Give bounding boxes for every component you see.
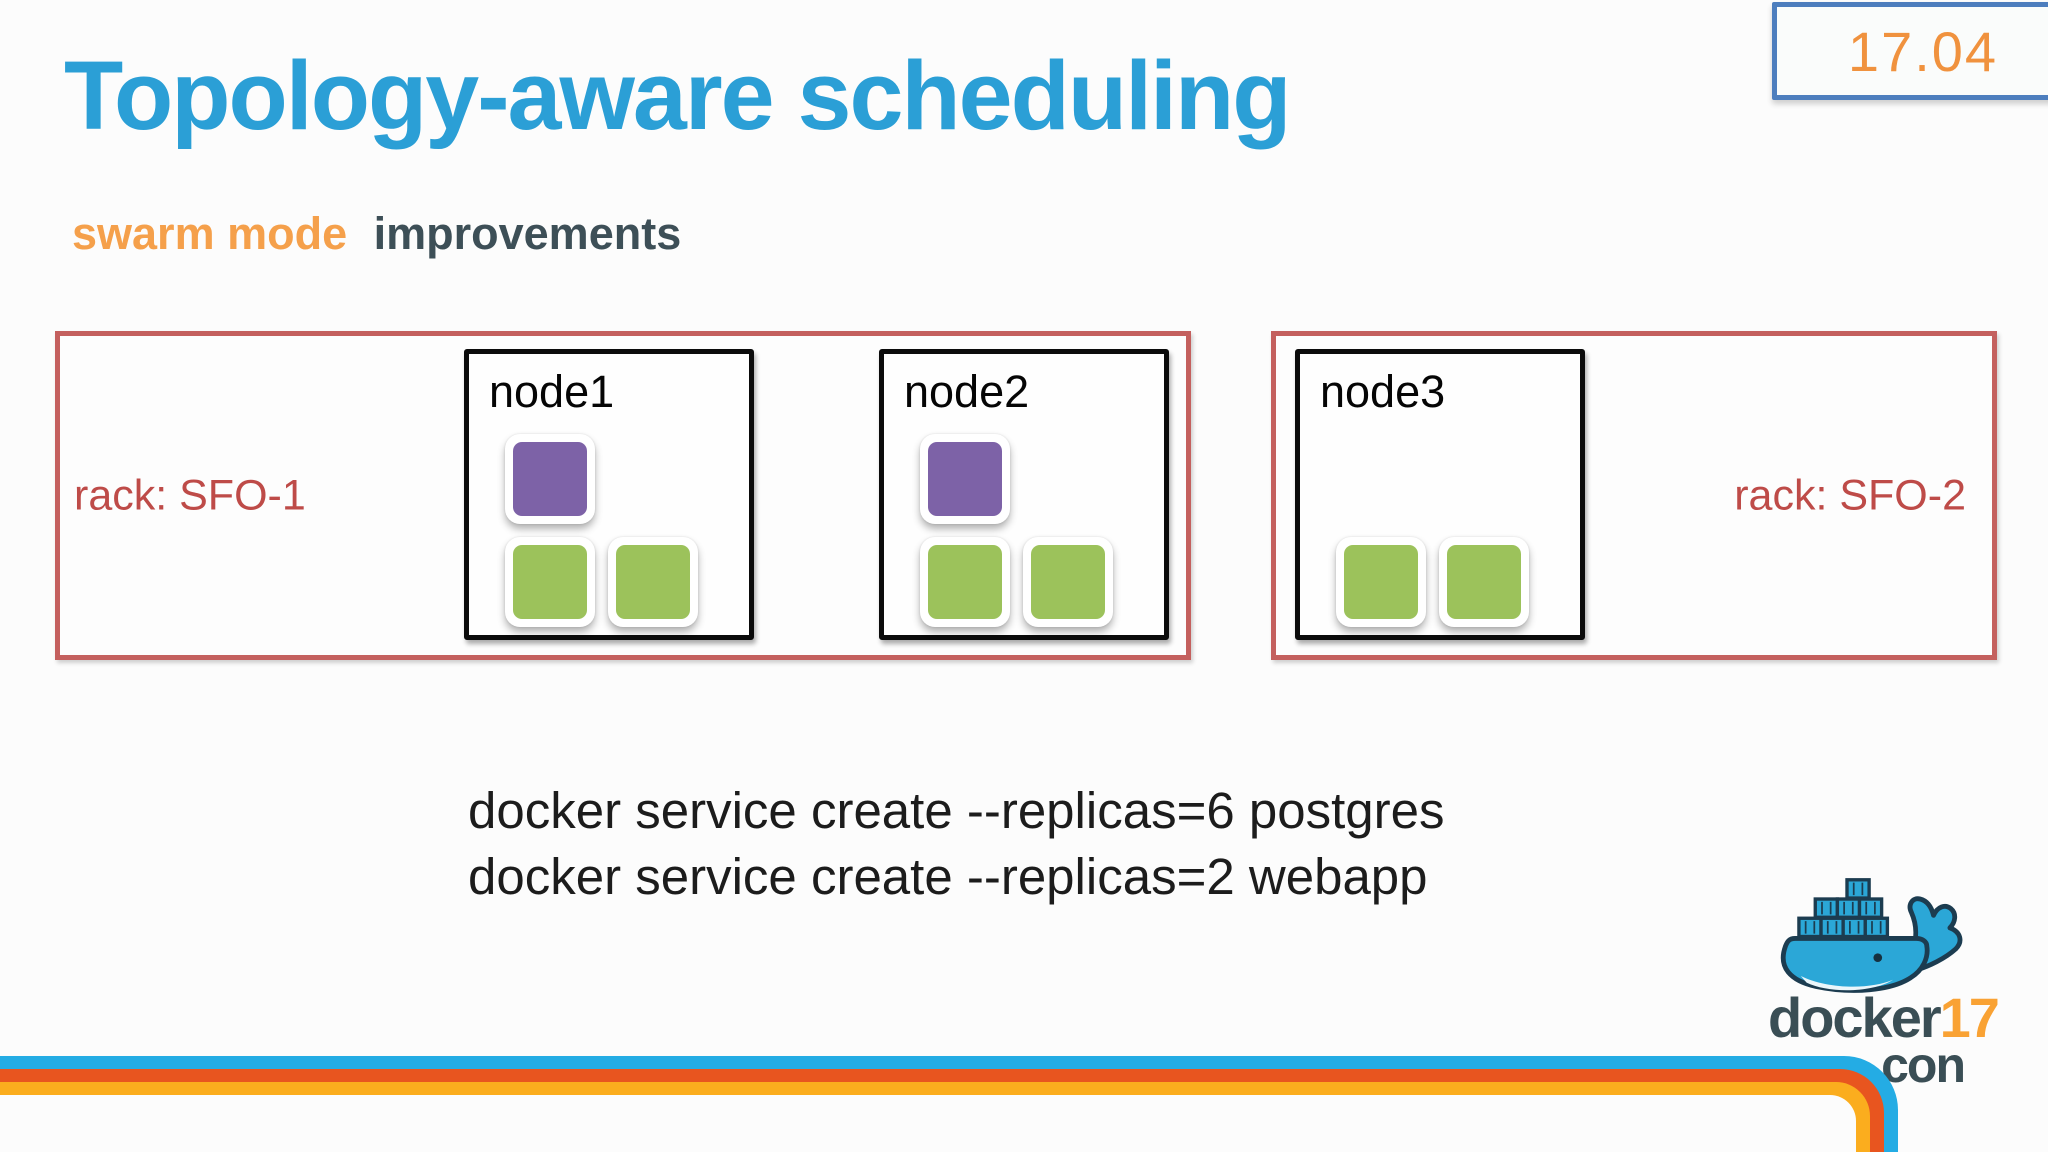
logo-year: 17 [1939,986,2000,1049]
cli-command-line: docker service create --replicas=2 webap… [468,848,1428,905]
task-square-postgres [1023,537,1113,627]
dockercon-wordmark: docker17 con [1768,990,2000,1093]
task-square-postgres [505,537,595,627]
rack-label-sfo-2: rack: SFO-2 [1734,471,1966,519]
rack-label-sfo-1: rack: SFO-1 [74,471,306,519]
rack-box-sfo-1: rack: SFO-1 node1 node2 [55,331,1191,660]
cli-command-line: docker service create --replicas=6 postg… [468,782,1445,839]
subtitle-accent: swarm mode [72,208,348,259]
node-label: node2 [904,366,1030,417]
task-square-postgres [1439,537,1529,627]
task-square-postgres [608,537,698,627]
footer-stripe-yellow [0,1082,1870,1152]
node-box-node2: node2 [879,349,1169,640]
logo-brand: docker [1768,986,1942,1049]
subtitle-rest: improvements [373,208,682,259]
task-squares [1336,537,1529,627]
node-label: node3 [1320,366,1446,417]
version-badge-text: 17.04 [1847,19,1999,83]
footer-stripe-inner [0,1095,1856,1152]
version-badge: 17.04 [1772,2,2048,100]
node-box-node3: node3 [1295,349,1585,640]
cli-commands: docker service create --replicas=6 postg… [468,778,1445,910]
rack-box-sfo-2: rack: SFO-2 node3 [1271,331,1997,660]
node-label: node1 [489,366,615,417]
docker-whale-icon [1772,876,2022,998]
task-squares [920,434,1113,627]
task-square-postgres [1336,537,1426,627]
task-square-postgres [920,537,1010,627]
logo-suffix: con [1881,1037,1966,1093]
footer-stripe-blue [0,1056,1898,1152]
task-square-webapp [505,434,595,524]
node-box-node1: node1 [464,349,754,640]
subtitle: swarm mode improvements [72,208,681,260]
page-title: Topology-aware scheduling [64,41,1291,150]
footer-stripe-red [0,1069,1884,1152]
task-squares [505,434,698,627]
task-square-webapp [920,434,1010,524]
